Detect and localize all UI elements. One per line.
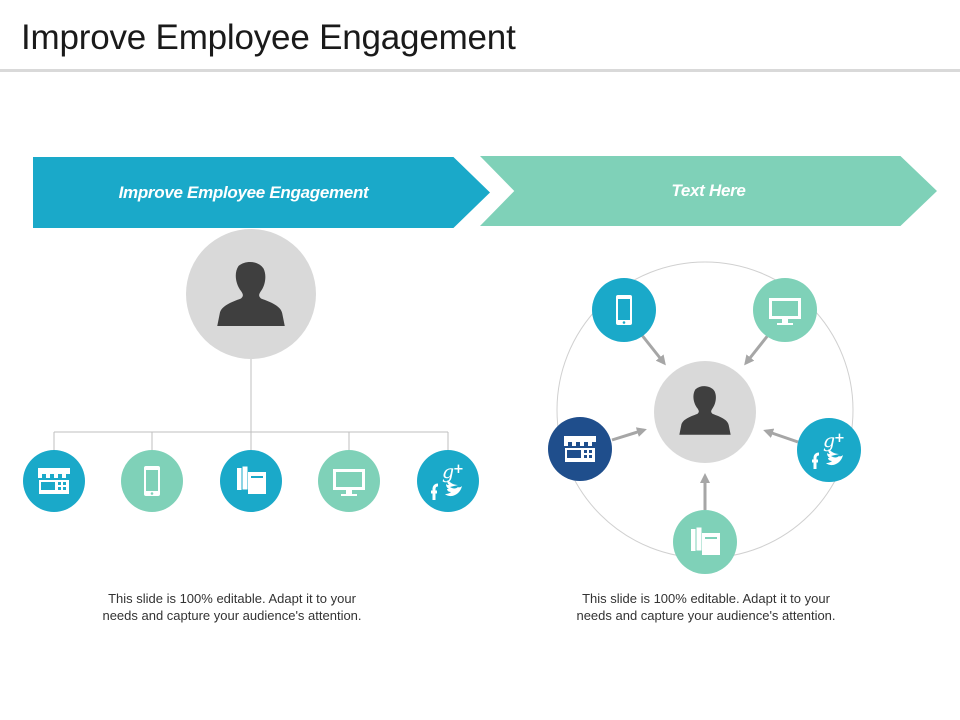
banner-arrow-right: Text Here [480, 156, 937, 226]
hub-node-mobile [592, 278, 656, 342]
hub-diagram: g + [548, 261, 861, 574]
banner-arrow-left: Improve Employee Engagement [33, 157, 490, 228]
hierarchy-node-social: g + [417, 450, 479, 512]
hub-arrow [744, 333, 771, 366]
books-icon [237, 465, 266, 494]
hub-node-store [548, 417, 612, 481]
hierarchy-node-books [220, 450, 282, 512]
social-icon: g + [812, 430, 845, 469]
svg-text:g: g [823, 430, 835, 452]
banner-arrow-left-label: Improve Employee Engagement [118, 182, 369, 202]
store-icon [564, 436, 596, 462]
monitor-icon [333, 469, 365, 496]
hierarchy-root-node [186, 229, 316, 359]
hub-node-social: g + [797, 418, 861, 482]
svg-text:+: + [834, 431, 845, 446]
hub-arrow [639, 333, 666, 366]
hierarchy-node-monitor [318, 450, 380, 512]
caption-right: This slide is 100% editable. Adapt it to… [576, 591, 836, 623]
hierarchy-node-mobile [121, 450, 183, 512]
monitor-icon [769, 298, 801, 325]
page-title: Improve Employee Engagement [21, 18, 516, 57]
caption-left: This slide is 100% editable. Adapt it to… [102, 591, 362, 623]
svg-text:g: g [442, 461, 454, 483]
hub-arrow [611, 427, 647, 442]
hub-center-node [654, 361, 756, 463]
hierarchy-node-store [23, 450, 85, 512]
social-icon: g + [431, 461, 464, 500]
books-icon [691, 526, 720, 555]
mobile-icon [144, 466, 160, 496]
svg-text:+: + [453, 462, 464, 477]
hub-arrow [763, 428, 799, 444]
hub-node-monitor [753, 278, 817, 342]
hub-node-books [673, 510, 737, 574]
store-icon [38, 468, 70, 494]
hierarchy-diagram: g + [23, 229, 479, 512]
mobile-icon [616, 295, 632, 325]
banner-arrow-right-label: Text Here [671, 181, 746, 200]
title-divider [0, 69, 960, 72]
